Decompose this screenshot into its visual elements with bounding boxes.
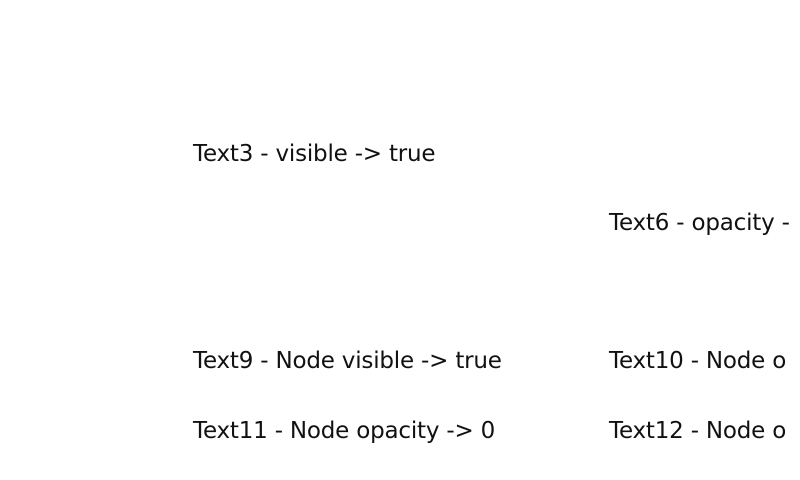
text11-label: Text11 - Node opacity -> 0 [193, 418, 496, 444]
text10-label: Text10 - Node o [609, 348, 787, 374]
text12-label: Text12 - Node o [609, 418, 787, 444]
text9-label: Text9 - Node visible -> true [193, 348, 502, 374]
text3-label: Text3 - visible -> true [193, 141, 436, 167]
text6-label: Text6 - opacity - [609, 210, 790, 236]
